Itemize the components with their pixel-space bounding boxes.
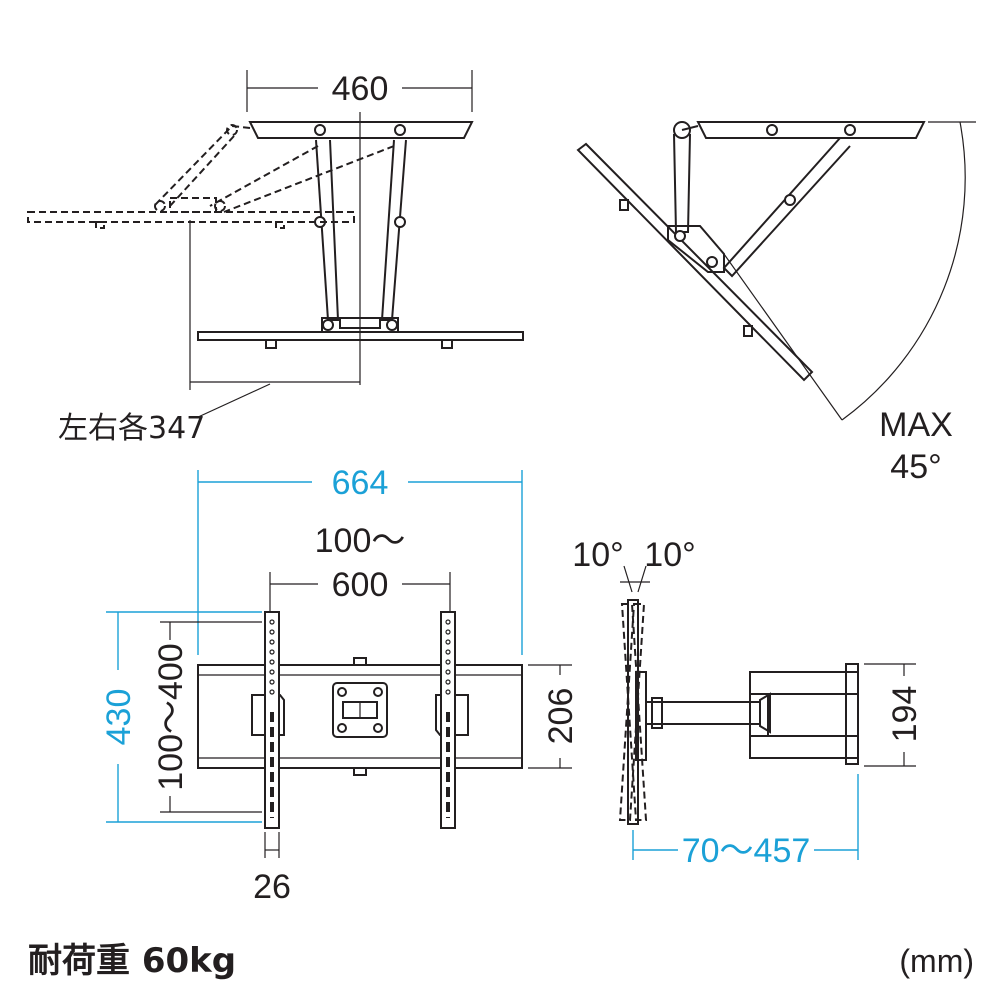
tilt-angle-label: 45° [890,448,941,486]
plate-height-label: 206 [542,688,580,745]
top-width-label: 460 [332,70,389,108]
tilt-view: MAX 45° [576,121,976,486]
vesa-h-label-1: 100～ [315,522,406,560]
tilt-left-label: 10° [572,536,623,574]
tilt-right-label: 10° [644,536,695,574]
vesa-v-label: 100～400 [152,643,190,790]
top-view: 460 左右各347 [27,70,524,446]
vesa-h-label-2: 600 [332,566,389,604]
total-height-label: 430 [100,689,138,746]
side-plate-height-label: 194 [886,686,924,743]
total-width-label: 664 [332,464,389,502]
side-view: 10° 10° 194 70～457 [572,536,924,870]
tilt-max-label: MAX [879,406,953,444]
rail-width-label: 26 [253,868,291,906]
load-capacity-label: 耐荷重 60kg [28,941,236,981]
front-view: 664 100～ 600 [100,464,580,906]
unit-label: (mm) [899,943,974,979]
depth-label: 70～457 [682,832,811,870]
extension-label: 左右各347 [58,411,205,446]
